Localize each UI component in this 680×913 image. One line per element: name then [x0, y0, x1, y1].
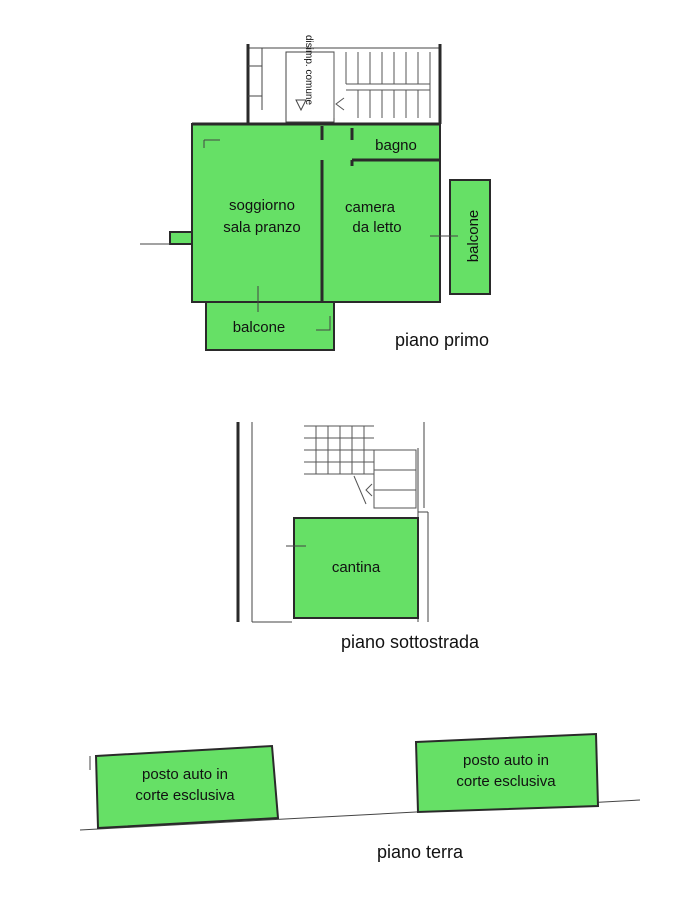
bagno-label: bagno: [375, 137, 417, 154]
parking-right-label-1: posto auto in: [463, 752, 549, 769]
entry-stub: [169, 231, 193, 245]
soggiorno-label: soggiorno: [229, 197, 295, 214]
piano-terra-label: piano terra: [377, 842, 464, 862]
apartment-outline: [191, 123, 441, 303]
camera-label: camera: [345, 199, 396, 216]
sala-pranzo-label: sala pranzo: [223, 219, 301, 236]
da-letto-label: da letto: [352, 219, 401, 236]
piano-sottostrada-plan: cantina piano sottostrada: [236, 422, 480, 652]
balcone-right-label: balcone: [465, 210, 482, 263]
piano-terra-plan: posto auto in corte esclusiva posto auto…: [79, 732, 641, 862]
piano-primo-plan: disimp. comune soggiorno sala pranzo cam…: [140, 35, 491, 351]
balcone-bottom-label: balcone: [233, 319, 286, 336]
balcone-right: [449, 179, 491, 295]
parking-right-label-2: corte esclusiva: [456, 773, 556, 790]
parking-left: [94, 744, 280, 830]
balcone-bottom: [205, 301, 335, 351]
cantina-label: cantina: [332, 559, 381, 576]
piano-sottostrada-label: piano sottostrada: [341, 632, 480, 652]
piano-primo-label: piano primo: [395, 330, 489, 350]
parking-left-label-1: posto auto in: [142, 766, 228, 783]
cantina-room: [293, 517, 419, 619]
stairwell-upper: disimp. comune: [246, 35, 442, 125]
common-area-label-line1: disimp. comune: [303, 35, 314, 105]
parking-left-label-2: corte esclusiva: [135, 787, 235, 804]
parking-right: [414, 732, 600, 814]
